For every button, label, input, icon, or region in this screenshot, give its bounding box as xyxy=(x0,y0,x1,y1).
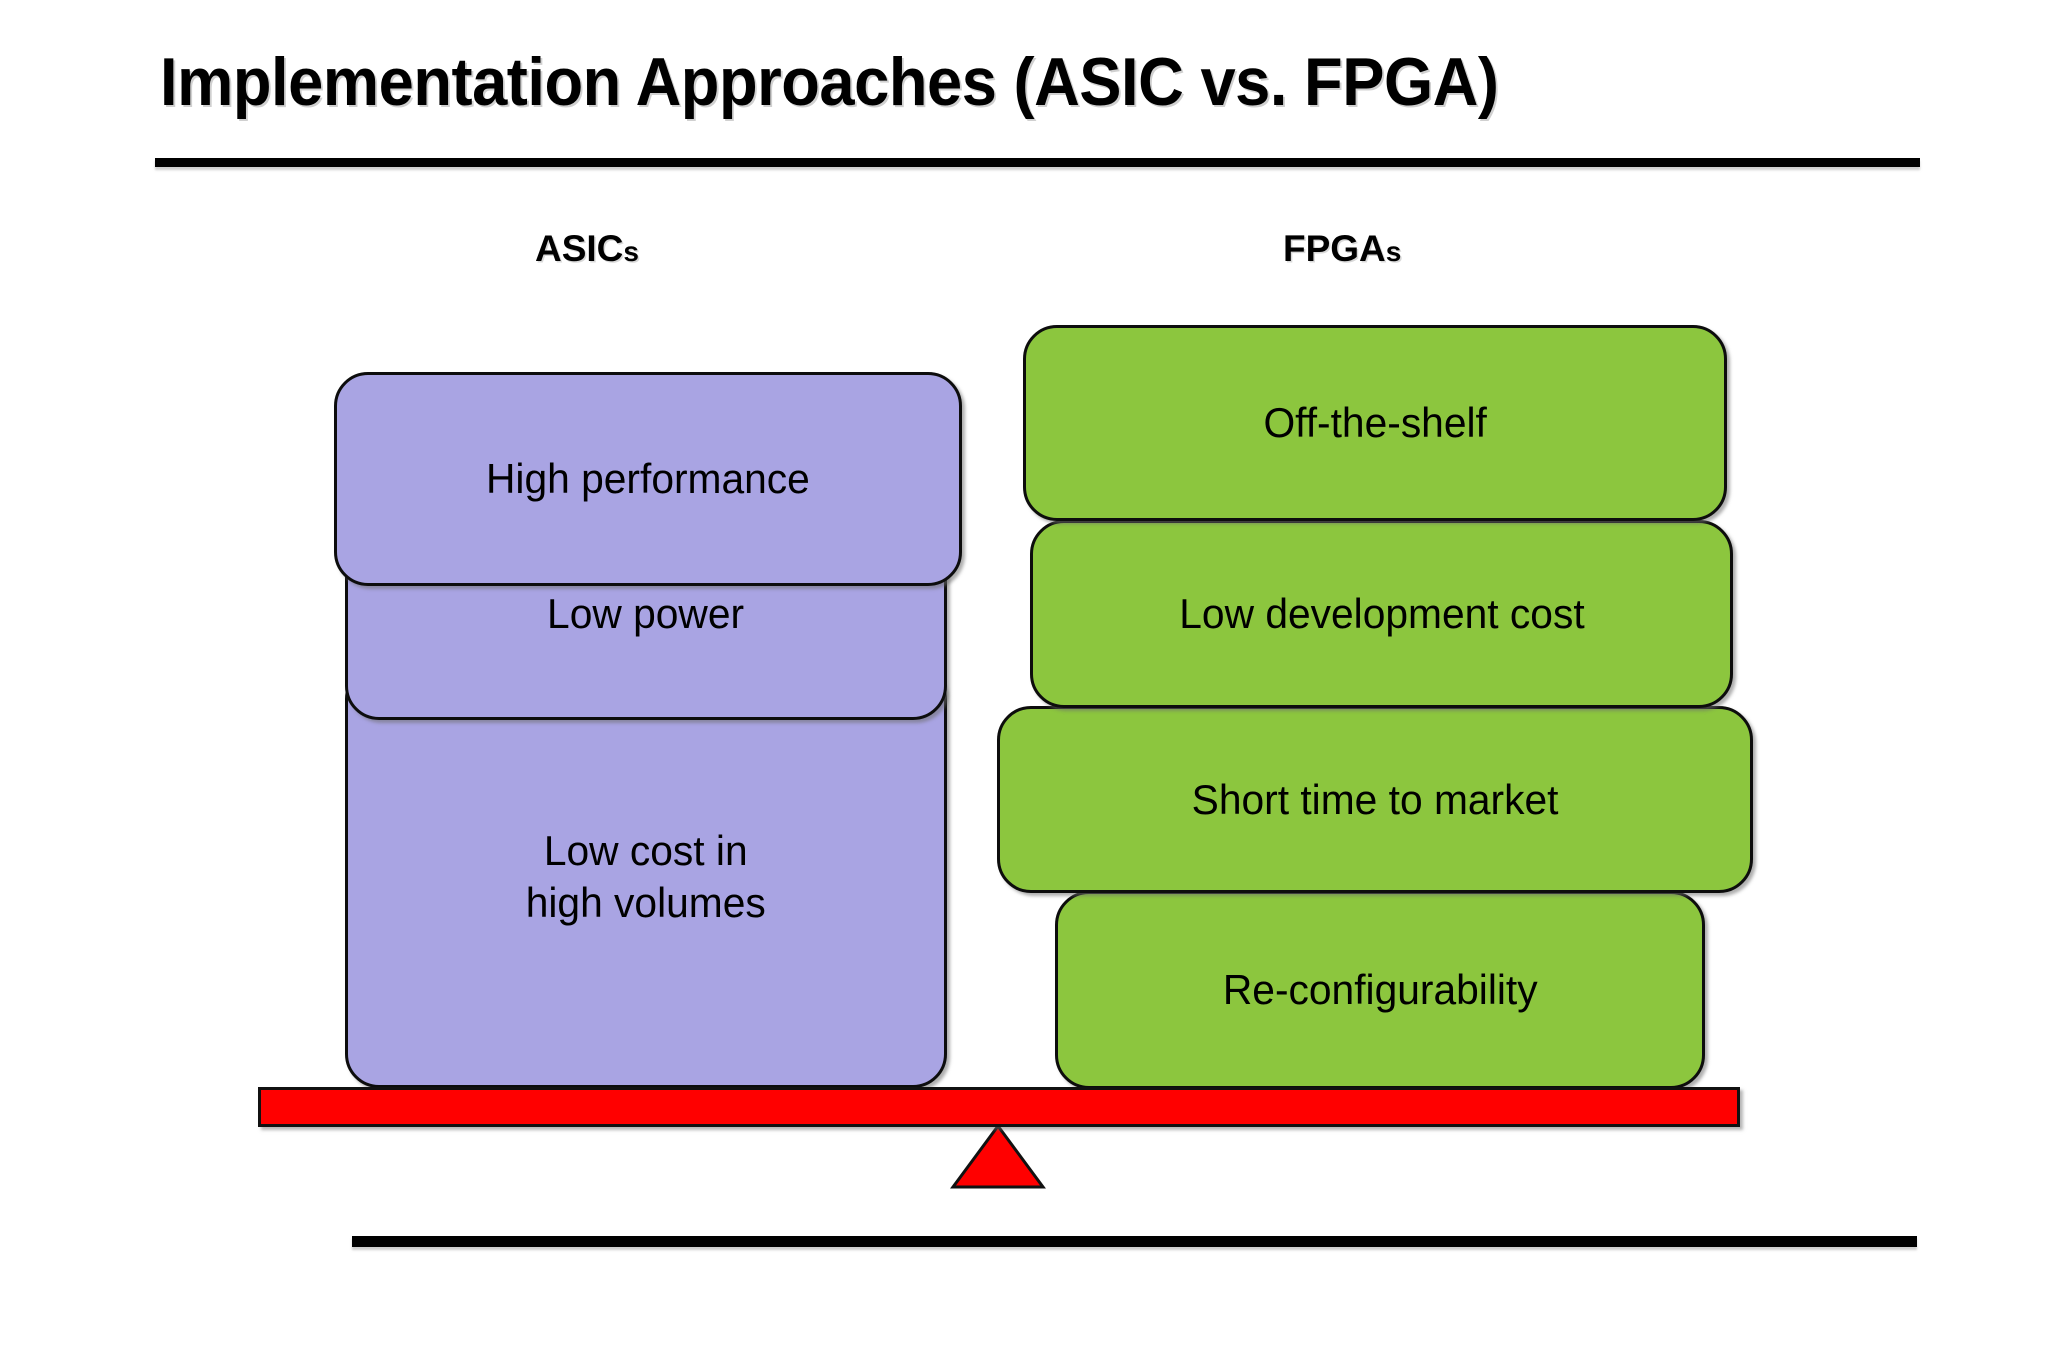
title-divider-top xyxy=(155,158,1920,167)
fpga-benefit-label: Short time to market xyxy=(1191,775,1559,823)
asic-benefit-label: High performance xyxy=(486,455,810,503)
column-header-fpgas: FPGAs xyxy=(1283,228,1401,270)
column-header-asics-suffix: s xyxy=(623,236,639,267)
fpga-benefit-box-off-the-shelf[interactable]: Off-the-shelf xyxy=(1023,325,1727,521)
asic-benefit-label-line1: Low cost in xyxy=(544,827,748,875)
page-title: Implementation Approaches (ASIC vs. FPGA… xyxy=(160,44,1499,120)
balance-lever-bar xyxy=(258,1087,1740,1127)
fpga-benefit-box-low-development-cost[interactable]: Low development cost xyxy=(1030,520,1733,708)
asic-benefit-box-high-performance[interactable]: High performance xyxy=(334,372,962,586)
fpga-benefit-label: Low development cost xyxy=(1178,590,1585,638)
fpga-benefit-label: Re-configurability xyxy=(1222,966,1538,1014)
asic-benefit-label-line2: high volumes xyxy=(525,878,767,926)
fpga-benefit-box-re-configurability[interactable]: Re-configurability xyxy=(1055,891,1705,1089)
footer-divider-bottom xyxy=(352,1236,1917,1247)
column-header-fpgas-main: FPGA xyxy=(1283,228,1386,269)
asic-benefit-label: Low power xyxy=(547,590,745,638)
column-header-asics-main: ASIC xyxy=(535,228,624,269)
column-header-asics: ASICs xyxy=(535,228,639,270)
fpga-benefit-box-short-time-to-market[interactable]: Short time to market xyxy=(997,706,1753,893)
fpga-benefit-label: Off-the-shelf xyxy=(1263,399,1487,447)
balance-fulcrum-icon xyxy=(950,1124,1046,1190)
column-header-fpgas-suffix: s xyxy=(1385,236,1402,267)
